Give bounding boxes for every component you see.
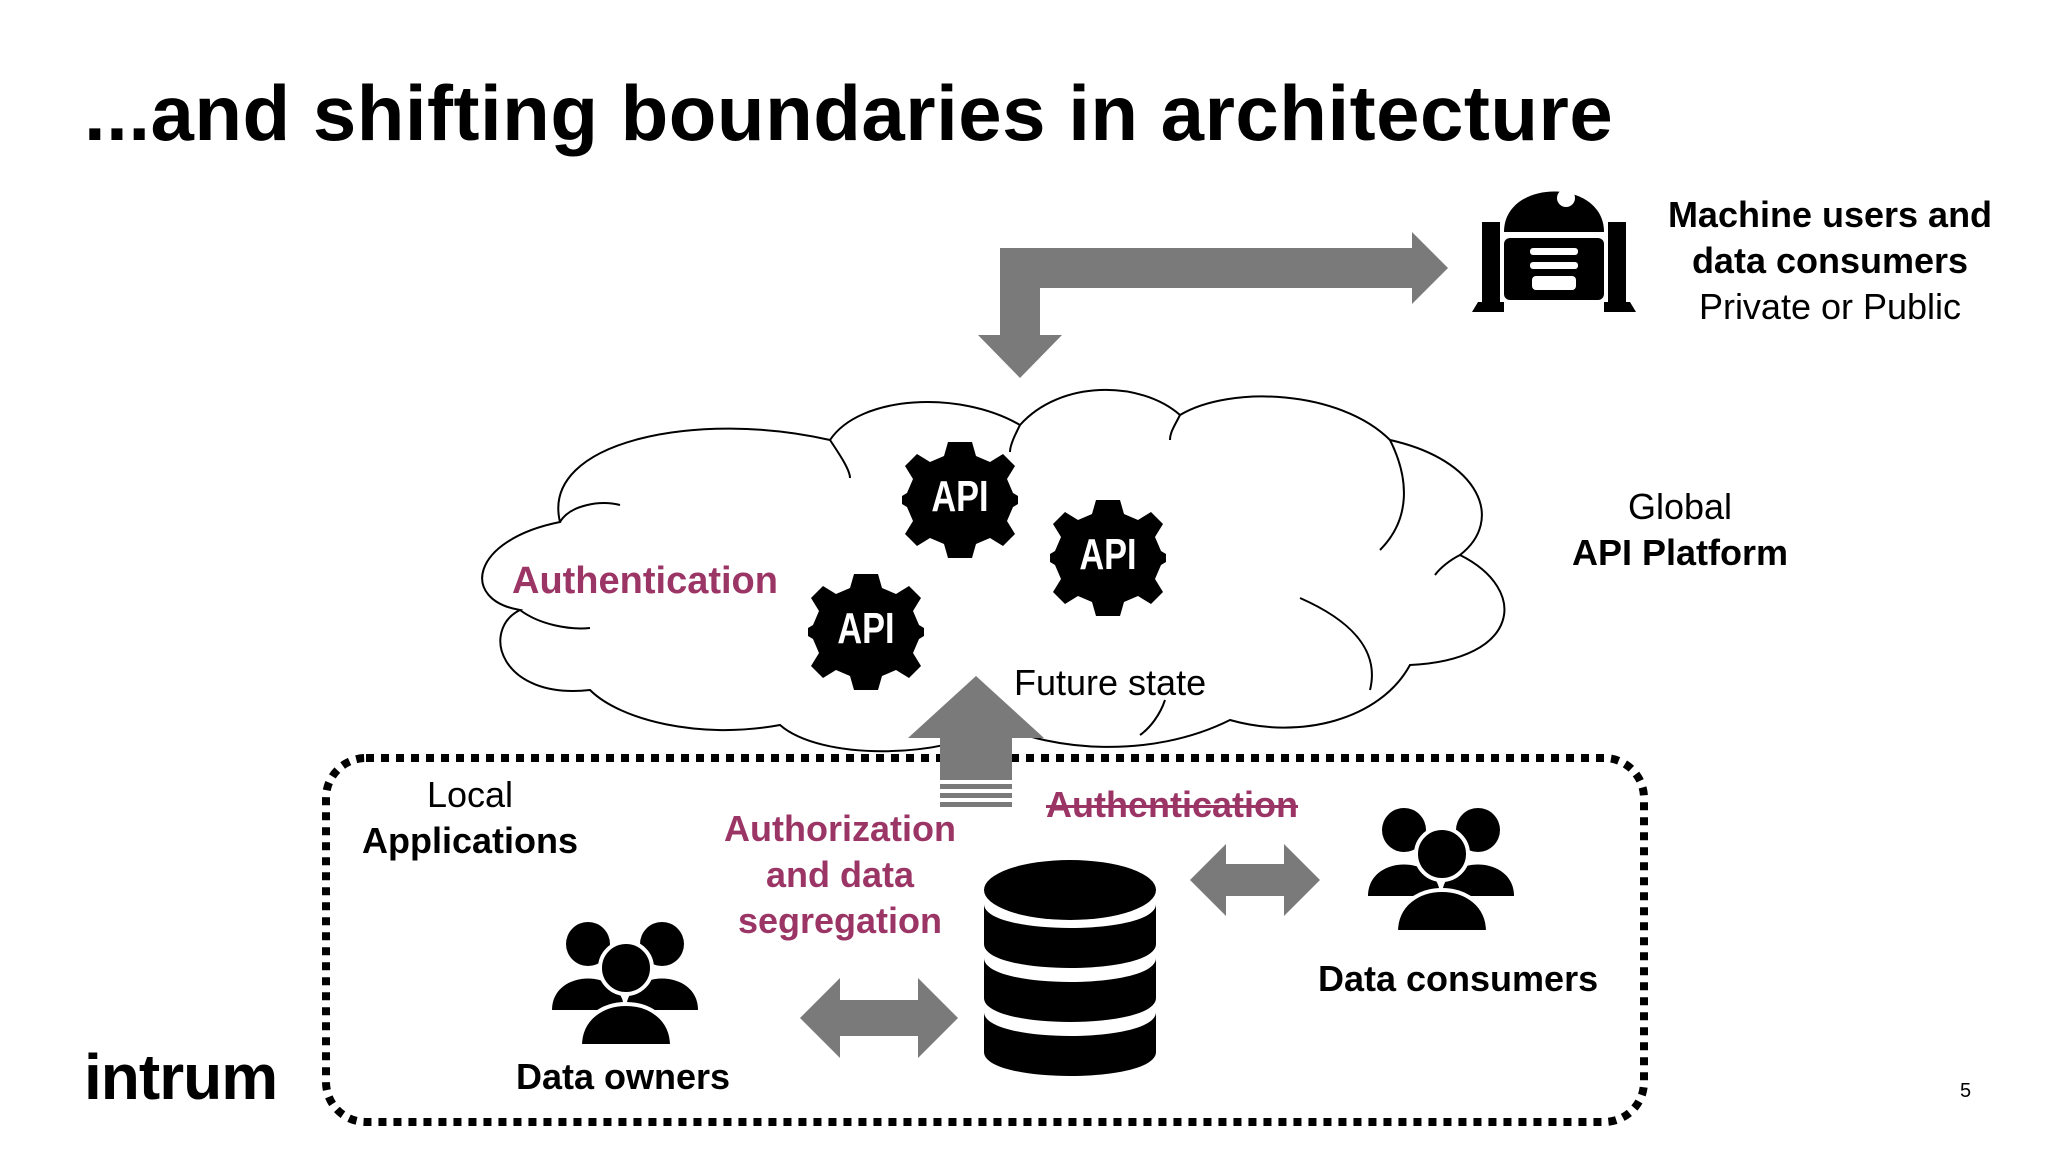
api-badge-label: API — [931, 472, 989, 521]
machine-users-line1: Machine users and — [1667, 194, 1993, 235]
people-group-icon — [552, 922, 698, 1048]
people-group-icon — [1368, 808, 1514, 934]
double-arrow-icon — [1190, 844, 1320, 916]
local-authentication-struck-label: Authentication — [1046, 784, 1298, 825]
future-state-arrow — [908, 676, 1044, 807]
machine-users-line3: Private or Public — [1698, 286, 1962, 327]
cloud-authentication-label: Authentication — [512, 560, 778, 602]
future-state-label: Future state — [1014, 662, 1207, 703]
local-line1: Local — [426, 774, 514, 815]
robot-icon — [1472, 189, 1636, 312]
authorization-line2: and data — [765, 854, 915, 895]
data-owners-label: Data owners — [516, 1056, 731, 1097]
intrum-logo: intrum — [84, 1041, 278, 1113]
global-platform-line2: API Platform — [1571, 532, 1789, 573]
slide-title: ...and shifting boundaries in architectu… — [84, 69, 1614, 157]
local-line2: Applications — [361, 820, 579, 861]
local-applications-block: Local Applications — [340, 772, 600, 864]
data-consumers-label: Data consumers — [1318, 958, 1599, 999]
api-badge-label: API — [1079, 530, 1137, 579]
machine-users-line2: data consumers — [1691, 240, 1969, 281]
api-badge-label: API — [837, 604, 895, 653]
api-gear-icon — [902, 442, 1018, 558]
machine-users-block: Machine users and data consumers Private… — [1630, 192, 2030, 330]
cloud-shape — [481, 389, 1506, 753]
page-number: 5 — [1960, 1080, 1972, 1102]
double-arrow-icon — [800, 978, 958, 1058]
authorization-line1: Authorization — [724, 808, 956, 849]
global-platform-line1: Global — [1627, 486, 1733, 527]
elbow-arrow — [978, 232, 1448, 378]
authorization-line3: segregation — [737, 900, 943, 941]
database-icon — [984, 860, 1156, 1076]
global-platform-block: Global API Platform — [1540, 484, 1820, 576]
authorization-block: Authorization and data segregation — [700, 806, 980, 944]
